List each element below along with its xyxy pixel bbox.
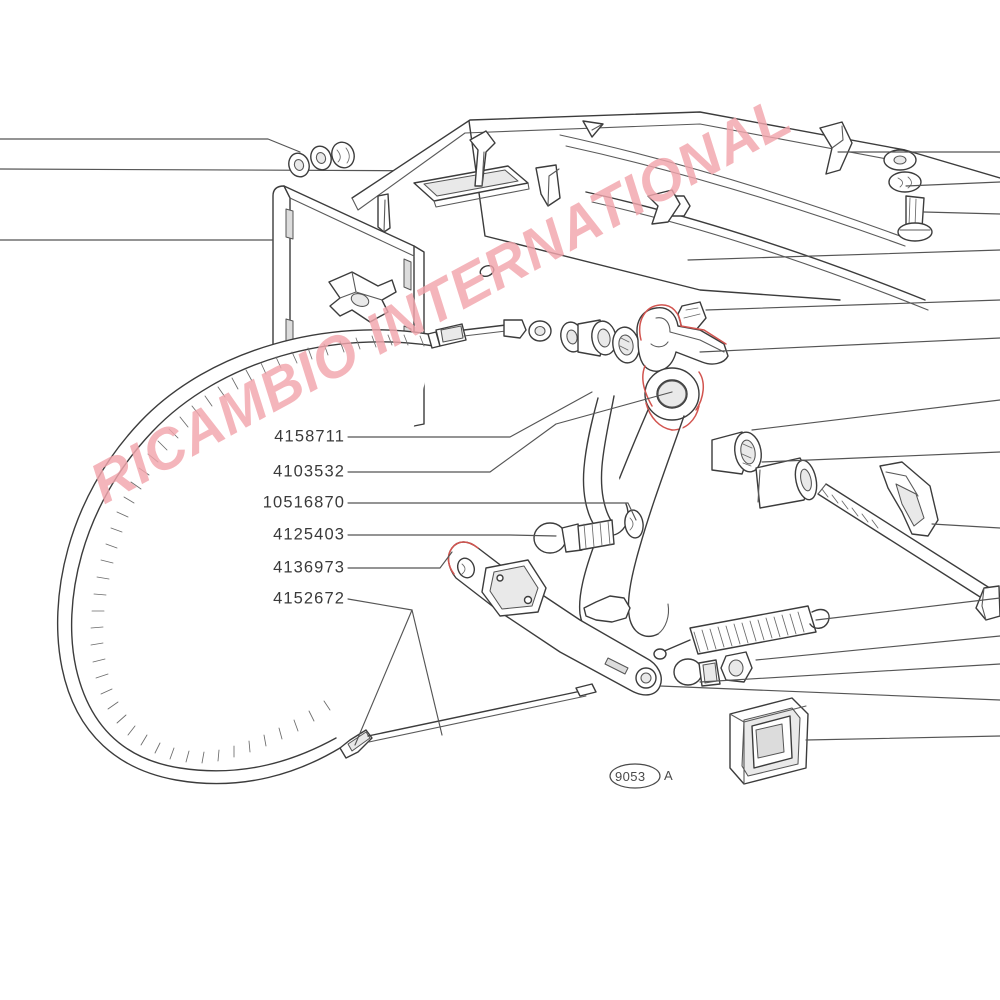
handbrake-lever [578,304,729,638]
part-label-4136973: 4136973 [273,558,345,577]
spring-coil-texture [693,611,805,653]
figure-code-suffix: A [664,768,674,783]
part-label-10516870: 10516870 [262,493,345,512]
threaded-rod [817,483,1000,621]
ball-stud-bolt [533,509,644,554]
figure-code-oval [609,763,661,789]
relay-lever-arm [447,541,662,696]
part-label-4103532: 4103532 [273,462,345,481]
floor-panel [351,111,1000,311]
cable-end-fitting [427,319,552,349]
rubber-grommet [729,697,809,785]
part-label-4125403: 4125403 [273,525,345,544]
lever-bushings-right [711,431,818,509]
bolt-and-nut [673,651,753,687]
rod-thread-texture [821,488,879,529]
bushing-stack [560,301,707,364]
part-leader-lines [347,391,673,746]
washer-bolt-top-right [883,149,933,242]
return-spring [653,605,830,660]
right-edge-leader-lines [659,151,1000,741]
retaining-clip [879,461,939,537]
washer-stack-top-left [288,141,355,178]
part-label-4158711: 4158711 [274,427,345,446]
figure-code-number: 9053 [615,769,646,784]
handbrake-cable [57,329,597,785]
cable-braid-texture [90,334,425,764]
part-label-4152672: 4152672 [273,589,345,608]
